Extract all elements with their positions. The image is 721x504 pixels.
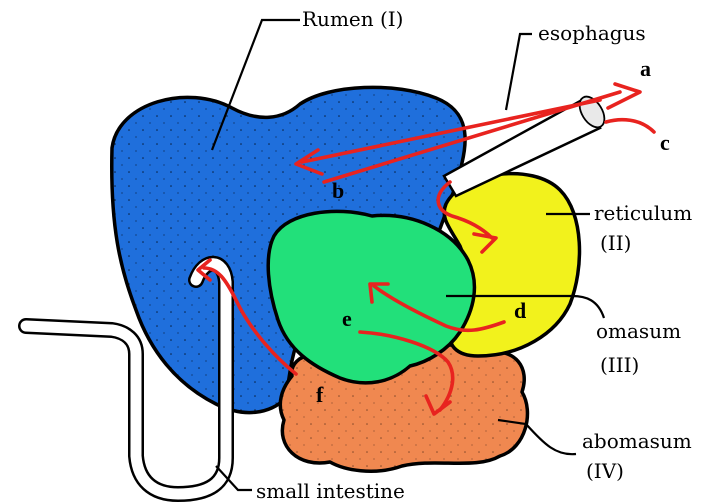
flow-arrow-c <box>606 120 654 132</box>
reticulum-label: reticulum <box>594 201 692 225</box>
marker-f: f <box>316 382 324 407</box>
reticulum-number-label: (II) <box>600 231 631 255</box>
abomasum-label: abomasum <box>582 429 692 453</box>
marker-d: d <box>514 298 526 323</box>
esophagus-leader-line <box>506 34 532 110</box>
marker-e: e <box>342 306 352 331</box>
marker-b: b <box>332 178 344 203</box>
rumen-label: Rumen (I) <box>302 7 403 31</box>
abomasum-number-label: (IV) <box>586 459 624 483</box>
esophagus-label: esophagus <box>538 21 646 45</box>
marker-a: a <box>640 56 651 81</box>
small-intestine-label: small intestine <box>256 479 405 503</box>
marker-c: c <box>660 130 670 155</box>
omasum-number-label: (III) <box>600 353 639 377</box>
omasum-label: omasum <box>596 319 681 343</box>
